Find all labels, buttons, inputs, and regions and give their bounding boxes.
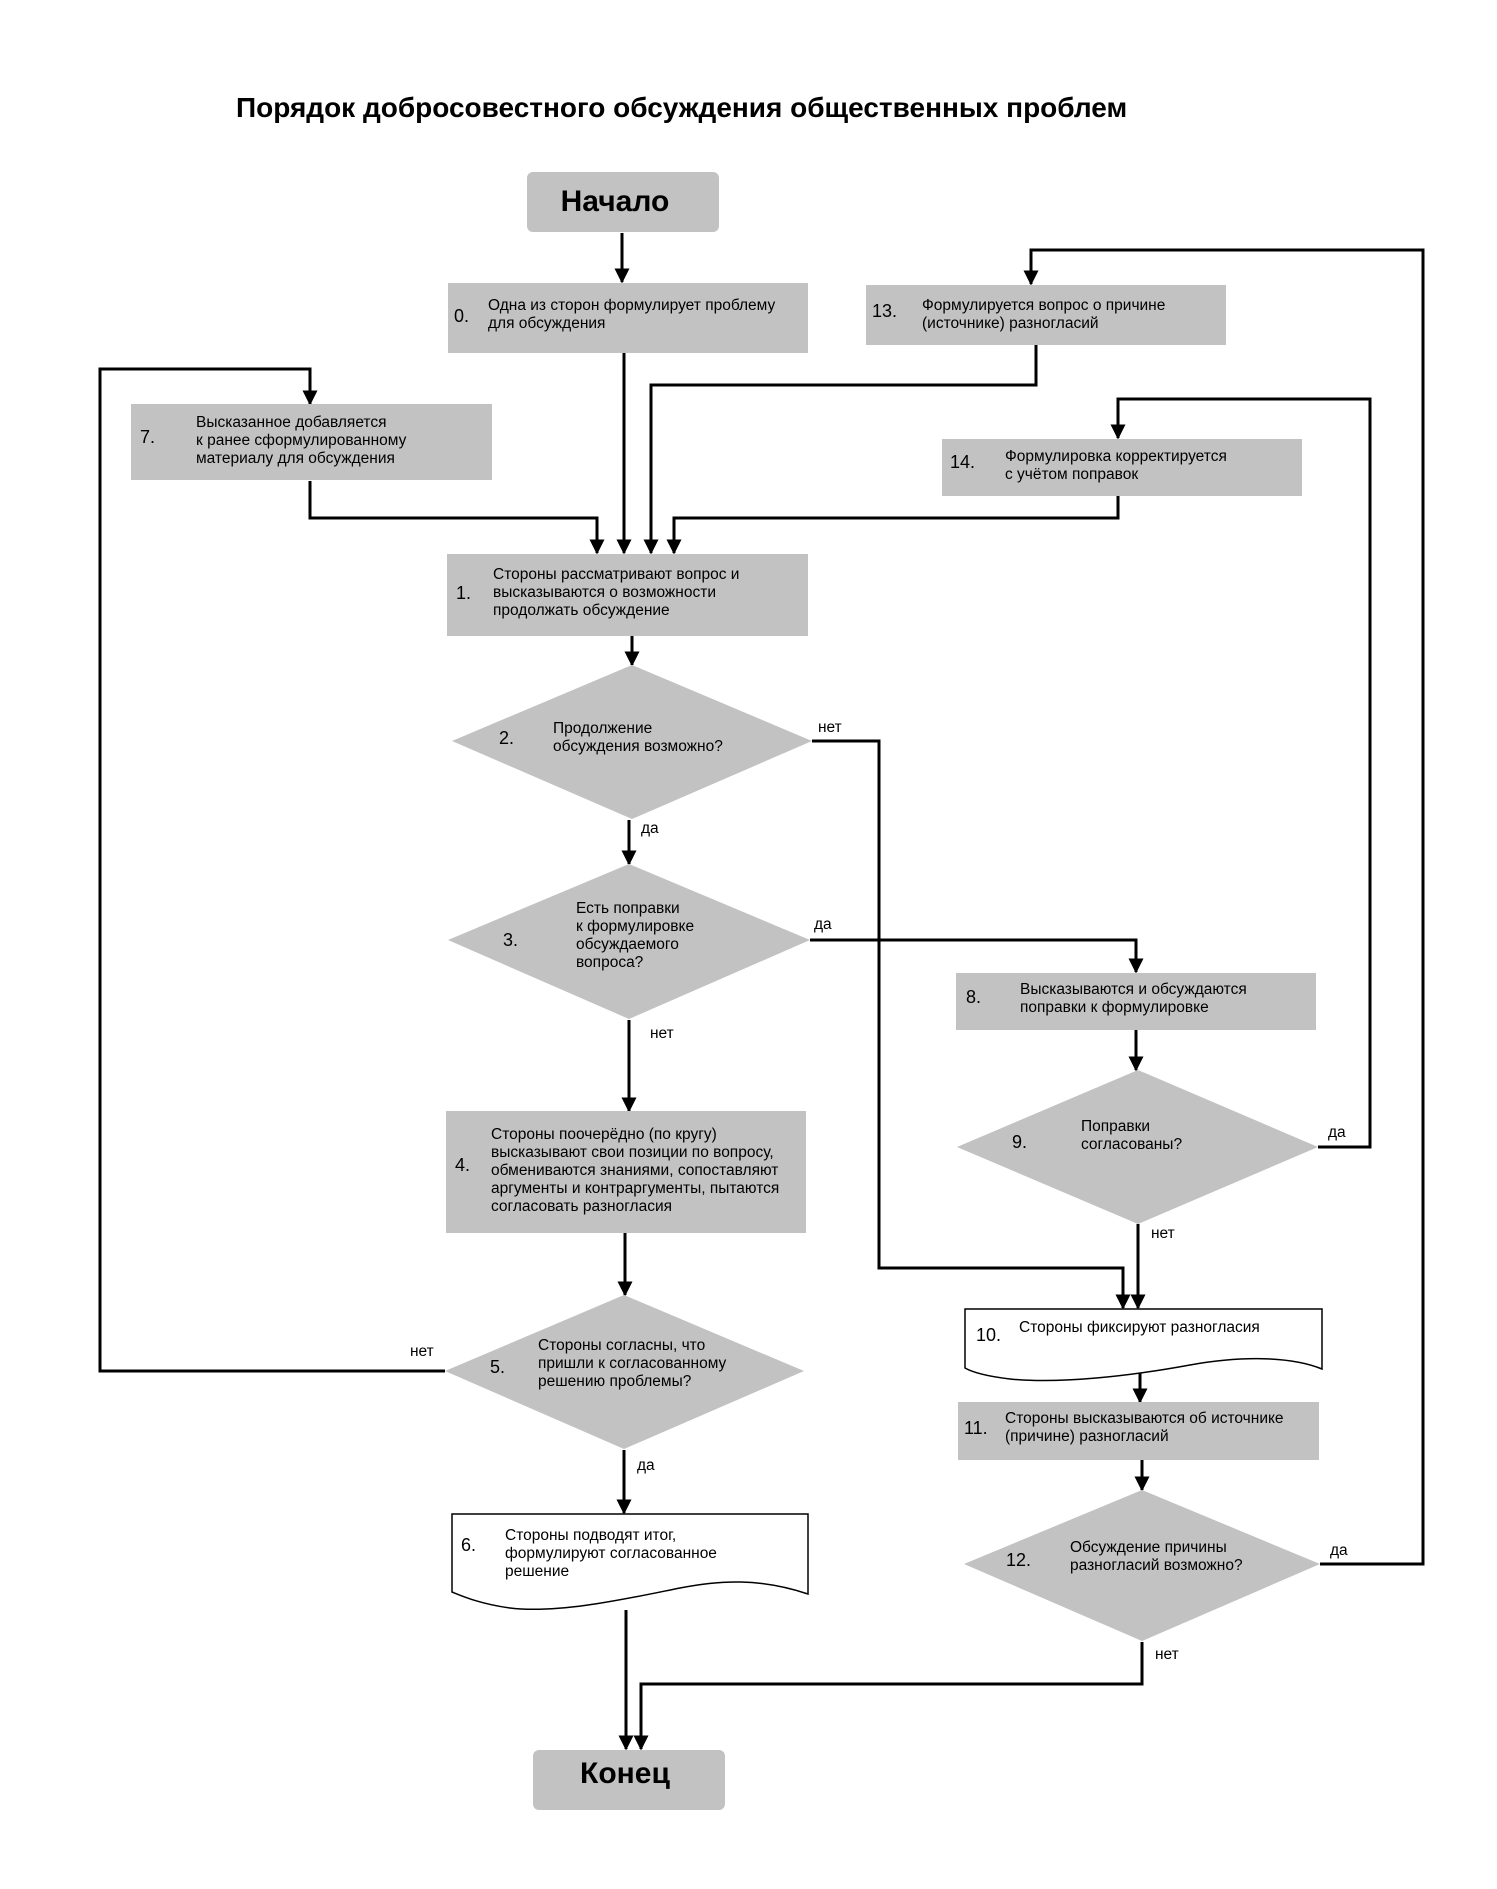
decision-5: 5. Стороны согласны, что пришли к соглас…	[445, 1295, 804, 1449]
svg-text:10.: 10.	[976, 1325, 1001, 1345]
svg-text:Есть поправки: Есть поправки	[576, 900, 680, 917]
label-3-yes: да	[814, 916, 832, 933]
label-2-no: нет	[818, 719, 842, 736]
svg-text:Высказанное добавляется: Высказанное добавляется	[196, 414, 387, 431]
step-11-box: 11. Стороны высказываются об источнике (…	[958, 1402, 1319, 1460]
label-12-no: нет	[1155, 1646, 1179, 1663]
svg-text:Стороны фиксируют разногласия: Стороны фиксируют разногласия	[1019, 1319, 1260, 1336]
svg-text:6.: 6.	[461, 1535, 476, 1555]
svg-text:8.: 8.	[966, 987, 981, 1007]
decision-9: 9. Поправки согласованы?	[957, 1070, 1318, 1224]
svg-text:Поправки: Поправки	[1081, 1118, 1150, 1135]
page-title: Порядок добросовестного обсуждения общес…	[236, 92, 1127, 123]
step-8-box: 8. Высказываются и обсуждаются поправки …	[956, 973, 1316, 1030]
edge-14-to-1	[666, 496, 1120, 555]
edge-labels: нет да да нет нет да да нет да нет	[410, 719, 1348, 1663]
svg-text:Обсуждение причины: Обсуждение причины	[1070, 1539, 1227, 1556]
step-4-box: 4. Стороны поочерёдно (по кругу) высказы…	[446, 1111, 806, 1233]
svg-text:к формулировке: к формулировке	[576, 918, 694, 935]
label-9-no: нет	[1151, 1225, 1175, 1242]
edge-7-to-1	[308, 481, 605, 555]
step-10-document: 10. Стороны фиксируют разногласия	[964, 1308, 1323, 1382]
svg-text:Стороны согласны, что: Стороны согласны, что	[538, 1337, 705, 1354]
svg-text:9.: 9.	[1012, 1132, 1027, 1152]
svg-text:(источнике) разногласий: (источнике) разногласий	[922, 315, 1099, 332]
svg-text:решению проблемы?: решению проблемы?	[538, 1373, 692, 1390]
edge-12-yes-to-13	[1023, 248, 1425, 1566]
svg-text:высказываются о возможности: высказываются о возможности	[493, 584, 716, 601]
edge-5-no-to-7	[98, 367, 445, 1373]
svg-text:с учётом поправок: с учётом поправок	[1005, 466, 1138, 483]
step-0-box: 0. Одна из сторон формулирует проблему д…	[448, 283, 808, 353]
svg-text:1.: 1.	[456, 583, 471, 603]
edge-2-no-to-10	[812, 739, 1131, 1310]
svg-text:Стороны подводят итог,: Стороны подводят итог,	[505, 1527, 676, 1544]
svg-text:обсуждаемого: обсуждаемого	[576, 936, 679, 953]
svg-text:Формулировка корректируется: Формулировка корректируется	[1005, 448, 1227, 465]
svg-text:продолжать обсуждение: продолжать обсуждение	[493, 602, 670, 619]
svg-text:Конец: Конец	[580, 1757, 670, 1790]
svg-text:12.: 12.	[1006, 1550, 1031, 1570]
svg-text:Формулируется вопрос о причине: Формулируется вопрос о причине	[922, 297, 1165, 314]
svg-text:Стороны поочерёдно (по кругу): Стороны поочерёдно (по кругу)	[491, 1126, 717, 1143]
step-13-box: 13. Формулируется вопрос о причине (исто…	[866, 285, 1226, 345]
svg-text:согласовать разногласия: согласовать разногласия	[491, 1198, 672, 1215]
svg-text:обсуждения возможно?: обсуждения возможно?	[553, 738, 723, 755]
svg-text:аргументы и контраргументы, пы: аргументы и контраргументы, пытаются	[491, 1180, 779, 1197]
step-7-box: 7. Высказанное добавляется к ранее сформ…	[131, 404, 492, 480]
svg-text:поправки к формулировке: поправки к формулировке	[1020, 999, 1209, 1016]
svg-text:0.: 0.	[454, 306, 469, 326]
decision-12: 12. Обсуждение причины разногласий возмо…	[964, 1490, 1320, 1641]
step-6-document: 6. Стороны подводят итог, формулируют со…	[451, 1513, 809, 1611]
start-terminal: Начало	[527, 172, 719, 232]
svg-text:Продолжение: Продолжение	[553, 720, 652, 737]
svg-text:14.: 14.	[950, 452, 975, 472]
edge-3-yes-to-8	[810, 938, 1144, 974]
step-14-box: 14. Формулировка корректируется с учётом…	[942, 439, 1302, 496]
svg-text:7.: 7.	[140, 427, 155, 447]
svg-text:для обсуждения: для обсуждения	[488, 315, 605, 332]
end-terminal: Конец	[533, 1750, 725, 1810]
edge-13-to-1	[643, 345, 1038, 555]
svg-text:разногласий возможно?: разногласий возможно?	[1070, 1557, 1243, 1574]
edge-12-no-to-end	[633, 1642, 1144, 1751]
connectors	[98, 233, 1425, 1751]
svg-text:пришли к согласованному: пришли к согласованному	[538, 1355, 727, 1372]
svg-text:13.: 13.	[872, 301, 897, 321]
svg-text:(причине) разногласий: (причине) разногласий	[1005, 1428, 1169, 1445]
svg-text:к ранее сформулированному: к ранее сформулированному	[196, 432, 407, 449]
svg-text:Одна из сторон формулирует про: Одна из сторон формулирует проблему	[488, 297, 775, 314]
label-3-no: нет	[650, 1025, 674, 1042]
svg-text:Стороны высказываются об источ: Стороны высказываются об источнике	[1005, 1410, 1284, 1427]
label-12-yes: да	[1330, 1542, 1348, 1559]
svg-text:материалу для обсуждения: материалу для обсуждения	[196, 450, 395, 467]
svg-text:Стороны рассматривают вопрос и: Стороны рассматривают вопрос и	[493, 566, 739, 583]
svg-text:обмениваются знаниями, сопоста: обмениваются знаниями, сопоставляют	[491, 1162, 778, 1179]
label-2-yes: да	[641, 820, 659, 837]
svg-text:вопроса?: вопроса?	[576, 954, 644, 971]
svg-text:решение: решение	[505, 1563, 569, 1580]
svg-text:формулируют согласованное: формулируют согласованное	[505, 1545, 717, 1562]
edge-9-yes-to-14	[1110, 397, 1372, 1149]
label-9-yes: да	[1328, 1124, 1346, 1141]
svg-text:Высказываются и обсуждаются: Высказываются и обсуждаются	[1020, 981, 1247, 998]
step-1-box: 1. Стороны рассматривают вопрос и высказ…	[447, 554, 808, 636]
svg-text:5.: 5.	[490, 1357, 505, 1377]
svg-text:Начало: Начало	[561, 185, 670, 218]
decision-2: 2. Продолжение обсуждения возможно?	[452, 665, 812, 819]
svg-text:согласованы?: согласованы?	[1081, 1136, 1182, 1153]
decision-3: 3. Есть поправки к формулировке обсуждае…	[448, 864, 810, 1019]
label-5-no: нет	[410, 1343, 434, 1360]
svg-text:11.: 11.	[964, 1418, 988, 1438]
svg-text:высказывают свои позиции по во: высказывают свои позиции по вопросу,	[491, 1144, 774, 1161]
label-5-yes: да	[637, 1457, 655, 1474]
svg-text:2.: 2.	[499, 728, 514, 748]
svg-text:4.: 4.	[455, 1155, 470, 1175]
svg-text:3.: 3.	[503, 930, 518, 950]
